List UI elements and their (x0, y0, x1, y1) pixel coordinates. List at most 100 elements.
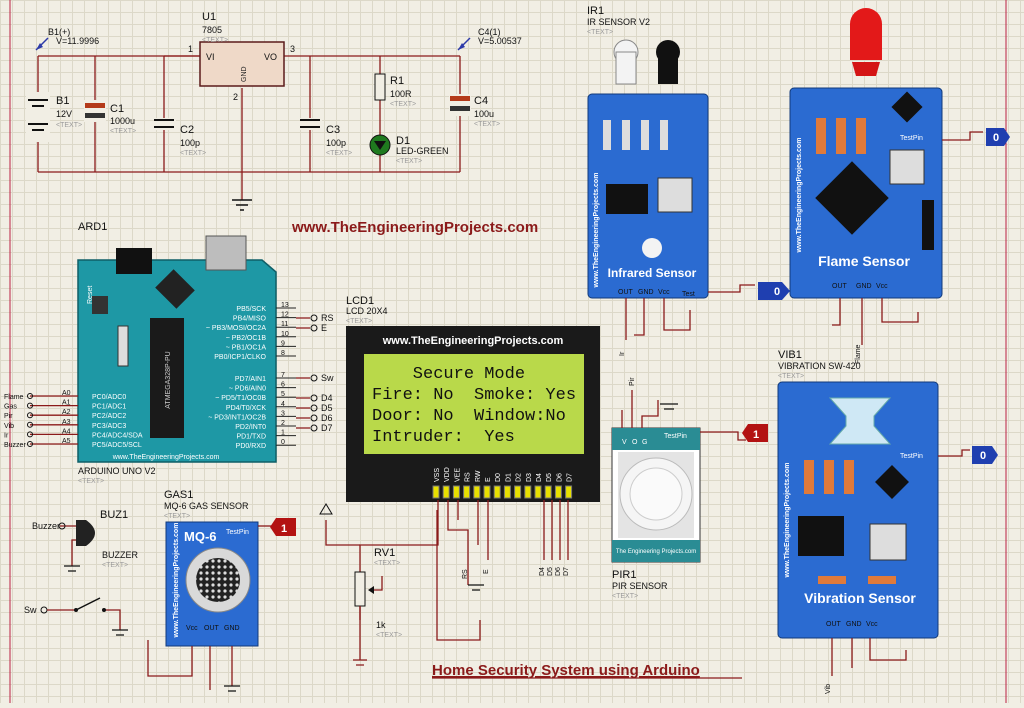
gas-test-label: TestPin (226, 529, 249, 536)
arduino-right-pin-num: 2 (281, 420, 285, 427)
vib-site: www.TheEngineeringProjects.com (784, 463, 791, 579)
arduino-right-pin-num: 3 (281, 410, 285, 417)
flame-pin-gnd: GND (856, 283, 872, 290)
gas-sensor[interactable]: GAS1 MQ-6 GAS SENSOR <TEXT> MQ-6 TestPin… (147, 489, 296, 692)
ir-text: <TEXT> (587, 29, 613, 36)
arduino-left-net: Gas (4, 404, 17, 411)
buzzer-ref: BUZ1 (100, 509, 128, 521)
lcd-pin-label: D7 (567, 473, 574, 482)
arduino-left-net: Ir (4, 432, 9, 439)
ir-pin-gnd: GND (638, 289, 654, 296)
arduino-right-pin-num: 12 (281, 312, 289, 319)
resistor-r1[interactable]: R1 100R <TEXT> (374, 73, 416, 108)
capacitor-c2[interactable]: C2 100p <TEXT> (154, 118, 206, 157)
ir-site: www.TheEngineeringProjects.com (593, 173, 600, 289)
vibration-sensor[interactable]: VIB1 VIBRATION SW-420 <TEXT> www.TheEngi… (777, 349, 998, 694)
u1-pin2: 2 (233, 92, 238, 102)
vib-text: <TEXT> (778, 373, 804, 380)
arduino-right-pin-label: PD0/RXD (236, 443, 266, 450)
ir-sensor[interactable]: IR1 IR SENSOR V2 <TEXT> www.TheEngineeri… (587, 5, 790, 356)
flame-pin-out: OUT (832, 283, 848, 290)
ir-ref: IR1 (587, 5, 604, 17)
lcd-line-4: Intruder: Yes (372, 428, 515, 447)
lcd-pin (452, 485, 460, 499)
net-d6: D6 (321, 413, 333, 423)
gas-logic-value: 1 (281, 523, 287, 535)
pir-logic-probe[interactable] (742, 424, 768, 442)
lcd-pin (554, 485, 562, 499)
c2-value: 100p (180, 138, 200, 148)
pir-model: PIR SENSOR (612, 581, 668, 591)
lcd-pin (514, 485, 522, 499)
c1-ref: C1 (110, 103, 124, 115)
lcd-pin (565, 485, 573, 499)
d1-text: <TEXT> (396, 158, 422, 165)
arduino-name: ARDUINO UNO V2 (78, 466, 156, 476)
u1-ref: U1 (202, 11, 216, 23)
arduino-right-pin-label: ~ PB3/MOSI/OC2A (206, 325, 266, 332)
capacitor-c4[interactable]: C4 100u <TEXT> (449, 94, 500, 128)
lcd-line-2: Fire: No Smoke: Yes (372, 386, 576, 405)
flame-sensor[interactable]: www.TheEngineeringProjects.com Flame Sen… (789, 8, 1010, 364)
gas-pin-gnd: GND (224, 625, 240, 632)
d1-value: LED-GREEN (396, 146, 449, 156)
pir-logic-value: 1 (753, 429, 759, 441)
gas-pin-vcc: Vcc (186, 625, 198, 632)
push-switch[interactable]: Sw (24, 597, 128, 636)
pir-site: The Engineering Projects.com (616, 549, 696, 555)
arduino-uno[interactable]: ARD1 Reset ATMEGA328P-PU www.TheEngineer… (4, 221, 296, 485)
arduino-right-pin-num: 1 (281, 430, 285, 437)
led-d1[interactable]: D1 LED-GREEN <TEXT> (369, 134, 449, 165)
gas-model: MQ-6 GAS SENSOR (164, 501, 249, 511)
lcd-model: LCD 20X4 (346, 306, 388, 316)
r1-value: 100R (390, 89, 412, 99)
potentiometer-rv1[interactable]: RV1 <TEXT> 1k <TEXT> (319, 503, 402, 666)
regulator-u1[interactable]: U1 7805 <TEXT> VI VO GND 1 3 2 (164, 11, 295, 102)
lcd-pin (534, 485, 542, 499)
arduino-right-pin-label: ~ PD3/INT1/OC2B (208, 414, 266, 421)
lcd-pin (524, 485, 532, 499)
lcd-net-e: E (483, 569, 490, 574)
ir-logic-probe[interactable] (758, 282, 790, 300)
arduino-right-pin-num: 11 (281, 321, 288, 328)
arduino-net-labels: RS E Sw D4 D5 D6 D7 (296, 313, 334, 433)
net-e: E (321, 323, 327, 333)
c2-text: <TEXT> (180, 150, 206, 157)
lcd-pin-label: D4 (536, 473, 543, 482)
c4-value: 100u (474, 109, 494, 119)
vib-logic-value: 0 (980, 450, 986, 462)
vib-logic-probe[interactable] (972, 446, 998, 464)
vib-pin-vcc: Vcc (866, 621, 878, 628)
rv1-ref: RV1 (374, 547, 395, 559)
lcd-20x4[interactable]: LCD1 LCD 20X4 <TEXT> www.TheEngineeringP… (346, 295, 600, 502)
arduino-left-net: Vib (4, 423, 14, 430)
voltage-probe-b1: B1(+) V=11.9996 (35, 27, 99, 51)
pir-net: Pir (629, 377, 636, 386)
flame-logic-probe[interactable] (986, 128, 1010, 146)
lcd-pin (483, 485, 491, 499)
lcd-pin (503, 485, 511, 499)
capacitor-c1[interactable]: C1 1000u <TEXT> (84, 100, 136, 135)
pir-pin-v: V (622, 439, 627, 446)
arduino-text: <TEXT> (78, 478, 104, 485)
probe-b1-name: B1(+) (48, 27, 70, 37)
r1-ref: R1 (390, 75, 404, 87)
gas-logic-probe[interactable] (270, 518, 296, 536)
arduino-left-pin-terminal (27, 402, 33, 409)
u1-pin3: 3 (290, 44, 295, 54)
arduino-right-pin-num: 10 (281, 331, 289, 338)
arduino-right-pin-num: 13 (281, 302, 289, 309)
arduino-right-pin-label: PD1/TXD (236, 434, 266, 441)
pir-sensor[interactable]: V O G TestPin The Engineering Projects.c… (611, 377, 768, 600)
buzzer[interactable]: BUZ1 Buzzer BUZZER <TEXT> (32, 509, 139, 572)
arduino-right-pin-label: PB5/SCK (236, 306, 266, 313)
net-d7: D7 (321, 423, 333, 433)
capacitor-c3[interactable]: C3 100p <TEXT> (300, 118, 352, 157)
lcd-pin (432, 485, 440, 499)
ir-net: Ir (619, 351, 626, 356)
arduino-right-pin-label: ~ PD5/T1/OC0B (215, 395, 266, 402)
flame-label: Flame Sensor (818, 253, 910, 269)
battery-b1[interactable]: B1 12V <TEXT> (26, 92, 82, 142)
